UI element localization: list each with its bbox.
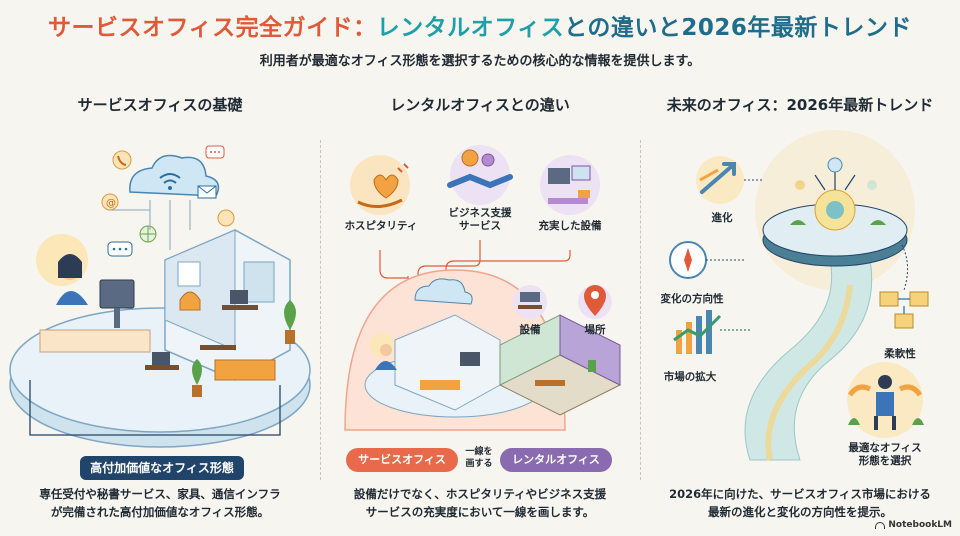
person-choice-icon: [847, 362, 924, 438]
basics-title: サービスオフィスの基礎: [77, 96, 243, 114]
difference-description: 設備だけでなく、ホスピタリティやビジネス支援 サービスの充実度において一線を画し…: [320, 485, 640, 521]
difference-description-line-1: 設備だけでなく、ホスピタリティやビジネス支援: [353, 487, 607, 501]
page-subtitle: 利用者が最適なオフィス形態を選択するための核心的な情報を提供します。: [259, 54, 701, 69]
evolution-arrow-icon: [696, 156, 744, 204]
facilities-label: 充実した設備: [538, 220, 602, 232]
at-icon: @: [101, 193, 119, 211]
plant-icon: [284, 300, 296, 344]
equipment-label: 設備: [519, 324, 541, 336]
connector-text-line-2: 画する: [465, 459, 493, 469]
trends-illustration: [669, 130, 929, 461]
location-label: 場所: [584, 324, 606, 336]
basics-description-line-2: が完備された高付加価値なオフィス形態。: [50, 505, 270, 519]
brand-logo: NotebookLM: [875, 520, 952, 530]
choice-label-line-2: 形態を選択: [858, 455, 912, 467]
facilities-icon: [540, 155, 600, 215]
future-hub-icon: [762, 157, 908, 267]
hospitality-icon: [350, 155, 410, 215]
handshake-gear-icon: [447, 145, 513, 205]
page-title: サービスオフィス完全ガイド：レンタルオフィスとの違いと2026年最新トレンド: [0, 8, 960, 42]
basics-description: 専任受付や秘書サービス、家具、通信インフラ が完備された高付加価値なオフィス形態…: [0, 485, 320, 521]
service-office-pill: サービスオフィス: [346, 448, 458, 472]
cloud-wifi-icon: [129, 154, 220, 197]
chat-icon: [205, 145, 225, 159]
difference-title: レンタルオフィスとの違い: [390, 96, 570, 114]
trends-description-line-1: 2026年に向けた、サービスオフィス市場における: [669, 487, 931, 501]
value-badge: 高付加価値なオフィス形態: [80, 456, 244, 480]
flexibility-icon: [879, 291, 929, 329]
evolution-label: 進化: [711, 212, 733, 224]
trends-description-line-2: 最新の進化と変化の方向性を提示。: [708, 505, 892, 519]
trends-description: 2026年に向けた、サービスオフィス市場における 最新の進化と変化の方向性を提示…: [640, 485, 960, 521]
compass-icon: [669, 241, 707, 279]
market-label: 市場の拡大: [663, 371, 717, 383]
choice-label-line-1: 最適なオフィス: [848, 442, 922, 454]
flexibility-label: 柔軟性: [884, 348, 916, 360]
growth-chart-icon: [673, 310, 722, 354]
title-part-1: サービスオフィス完全ガイド：: [48, 15, 377, 41]
brand-label: NotebookLM: [888, 520, 952, 530]
title-part-3: との違いと2026年最新トレンド: [564, 15, 912, 41]
connector-text: 一線を 画する: [461, 446, 497, 470]
phone-ring-icon: [217, 209, 235, 227]
business-support-label-line-1: ビジネス支援: [448, 207, 512, 219]
phone-icon: [112, 150, 132, 170]
mail-icon: [197, 185, 217, 199]
svg-text:@: @: [106, 198, 116, 209]
title-part-2: レンタルオフィス: [376, 15, 565, 41]
trends-title: 未来のオフィス：2026年最新トレンド: [666, 96, 934, 114]
difference-illustration: [344, 145, 622, 431]
difference-description-line-2: サービスの充実度において一線を画します。: [365, 505, 595, 519]
basics-description-line-1: 専任受付や秘書サービス、家具、通信インフラ: [39, 487, 281, 501]
rental-office-icon: [498, 314, 622, 416]
connector-text-line-1: 一線を: [465, 447, 493, 457]
choice-label: 最適なオフィス 形態を選択: [835, 442, 935, 468]
location-pin-icon: [578, 285, 612, 319]
office-illustration: @: [9, 145, 311, 448]
business-support-label-line-2: サービス: [459, 220, 501, 232]
direction-label: 変化の方向性: [660, 293, 724, 305]
equipment-icon: [513, 285, 547, 319]
brand-icon: [875, 521, 886, 529]
plant-icon: [192, 359, 202, 397]
globe-icon: [139, 225, 157, 243]
business-support-label: ビジネス支援 サービス: [440, 207, 520, 233]
divider-left: [320, 140, 321, 480]
speech-bubble-icon: [107, 241, 133, 257]
divider-right: [640, 140, 641, 480]
hospitality-label: ホスピタリティ: [344, 220, 418, 232]
receptionist-icon: [36, 234, 88, 305]
rental-office-pill: レンタルオフィス: [500, 448, 612, 472]
